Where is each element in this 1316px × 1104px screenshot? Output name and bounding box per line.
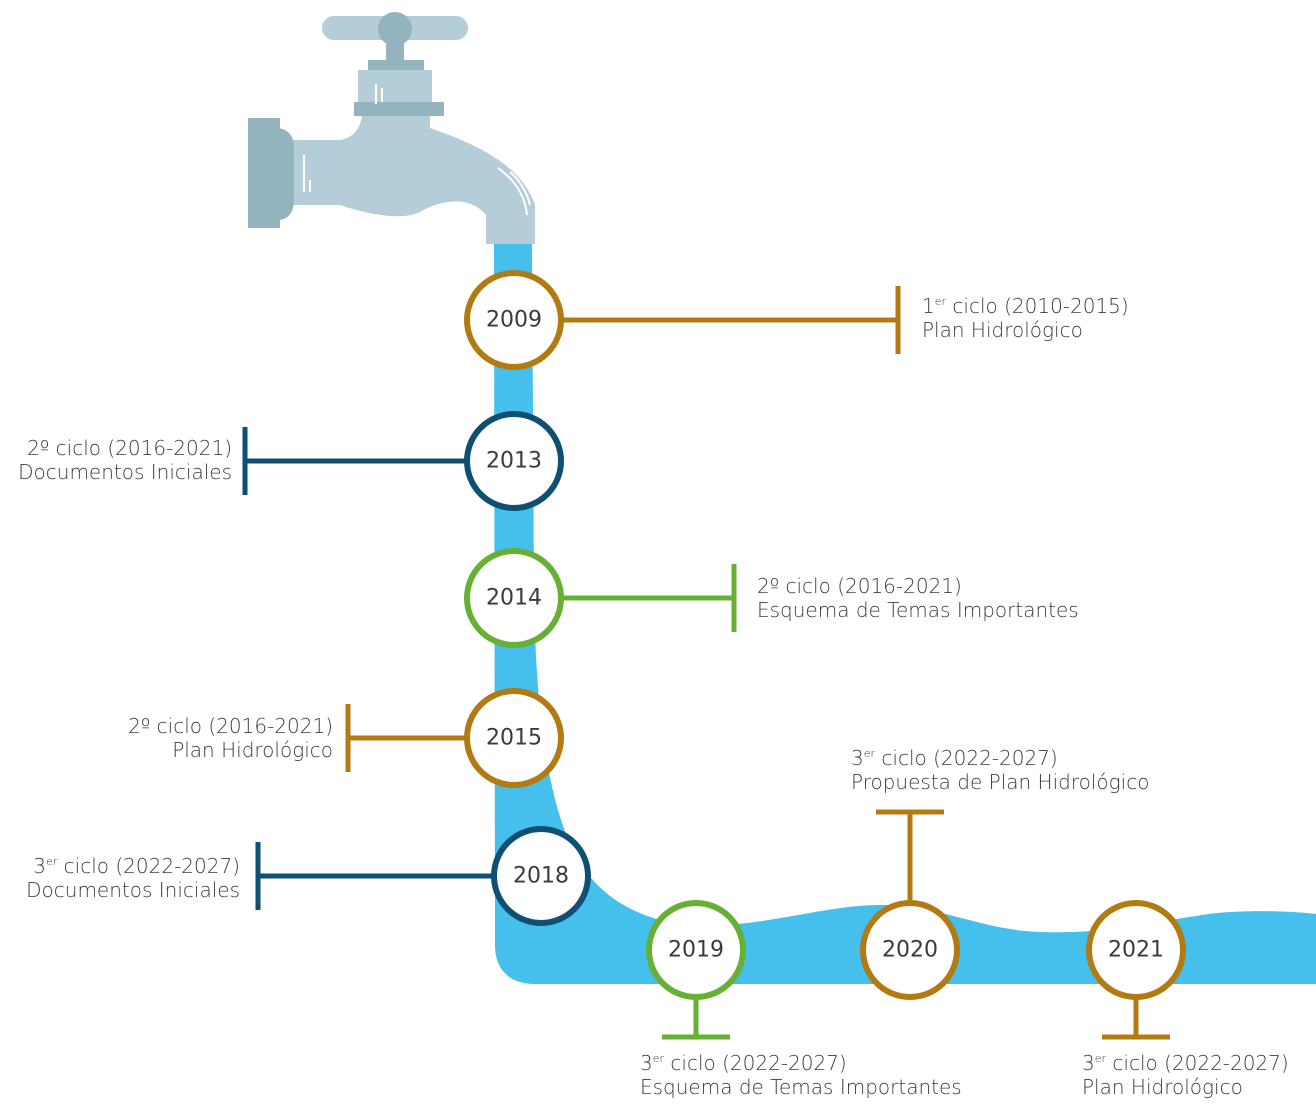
cycle-text: 3er ciclo (2022-2027) — [851, 746, 1058, 770]
milestone-label-2018: 3er ciclo (2022-2027) Documentos Inicial… — [26, 854, 240, 902]
milestone-label-2015: 2º ciclo (2016-2021) Plan Hidrológico — [128, 714, 333, 762]
year-marker-2009 — [464, 270, 564, 370]
doc-text: Esquema de Temas Importantes — [640, 1075, 962, 1099]
year-marker-2014 — [464, 548, 564, 648]
cycle-text: 3er ciclo (2022-2027) — [33, 854, 240, 878]
year-2021: 2021 — [1108, 938, 1164, 963]
doc-text: Plan Hidrológico — [172, 738, 333, 762]
milestone-label-2013: 2º ciclo (2016-2021) Documentos Iniciale… — [18, 436, 232, 484]
year-2020: 2020 — [882, 938, 938, 963]
doc-text: Plan Hidrológico — [1082, 1075, 1243, 1099]
milestone-label-2021: 3er ciclo (2022-2027) Plan Hidrológico — [1082, 1051, 1289, 1099]
milestone-label-2019: 3er ciclo (2022-2027) Esquema de Temas I… — [640, 1051, 962, 1099]
year-2013: 2013 — [486, 449, 542, 474]
cycle-text: 1er ciclo (2010-2015) — [922, 294, 1129, 318]
cycle-text: 2º ciclo (2016-2021) — [27, 436, 232, 460]
year-2019: 2019 — [668, 938, 724, 963]
cycle-text: 3er ciclo (2022-2027) — [640, 1051, 847, 1075]
year-2009: 2009 — [486, 308, 542, 333]
cycle-text: 2º ciclo (2016-2021) — [757, 574, 962, 598]
year-marker-2021 — [1086, 900, 1186, 1000]
milestone-label-2014: 2º ciclo (2016-2021) Esquema de Temas Im… — [757, 574, 1079, 622]
connector-2014 — [562, 564, 737, 632]
year-marker-2018 — [491, 826, 591, 926]
year-marker-2020 — [860, 900, 960, 1000]
connector-2013 — [242, 427, 466, 495]
doc-text: Documentos Iniciales — [18, 460, 232, 484]
connector-2009 — [562, 286, 901, 354]
year-2018: 2018 — [513, 864, 569, 889]
cycle-text: 3er ciclo (2022-2027) — [1082, 1051, 1289, 1075]
connector-2020 — [876, 809, 944, 900]
year-marker-2015 — [464, 688, 564, 788]
cycle-text: 2º ciclo (2016-2021) — [128, 714, 333, 738]
doc-text: Documentos Iniciales — [26, 878, 240, 902]
faucet-icon — [248, 12, 535, 244]
year-marker-2019 — [646, 900, 746, 1000]
connector-2021 — [1102, 997, 1170, 1040]
milestone-label-2009: 1er ciclo (2010-2015) Plan Hidrológico — [922, 294, 1129, 342]
doc-text: Propuesta de Plan Hidrológico — [851, 770, 1150, 794]
doc-text: Plan Hidrológico — [922, 318, 1083, 342]
year-marker-2013 — [464, 411, 564, 511]
year-2015: 2015 — [486, 726, 542, 751]
milestone-label-2020: 3er ciclo (2022-2027) Propuesta de Plan … — [851, 746, 1149, 794]
connector-2015 — [345, 704, 466, 772]
connector-2018 — [255, 842, 494, 910]
year-2014: 2014 — [486, 586, 542, 611]
doc-text: Esquema de Temas Importantes — [757, 598, 1079, 622]
connector-2019 — [662, 997, 730, 1040]
